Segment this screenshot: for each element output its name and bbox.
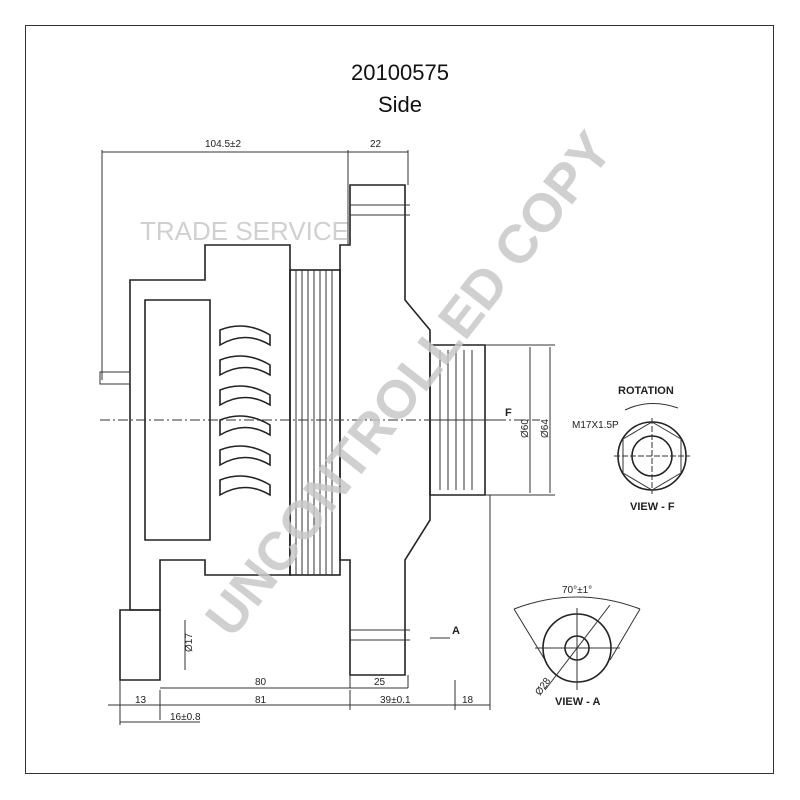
dim-18: 18: [462, 695, 474, 706]
rotation-label: ROTATION: [618, 385, 674, 397]
dim-39: 39±0.1: [380, 695, 411, 706]
view-a-dia: Ø28: [533, 676, 553, 698]
dim-81: 81: [255, 695, 267, 706]
dimension-lines: [101, 150, 555, 725]
dim-pulley-outer: Ø64: [540, 419, 551, 438]
drawing-frame: [25, 25, 774, 774]
view-title: Side: [377, 92, 423, 117]
watermark: UNCONTROLLED COPY: [194, 121, 624, 647]
alternator-side-view: [99, 184, 540, 681]
arrow-f-label: F: [505, 407, 512, 419]
dim-pulley-inner: Ø60: [520, 419, 531, 438]
watermark-logo: TRADE SERVICE: [140, 216, 349, 246]
thread-label: M17X1.5P: [572, 420, 619, 431]
part-number: 20100575: [351, 60, 449, 85]
rotation-arrow-icon: [624, 403, 679, 411]
dim-25: 25: [374, 677, 386, 688]
dim-22: 22: [370, 139, 382, 150]
angle-label: 70°±1°: [562, 585, 592, 596]
arrow-a-label: A: [452, 625, 460, 637]
dim-80: 80: [255, 677, 267, 688]
dim-13: 13: [135, 695, 147, 706]
dim-mount-dia: Ø17: [184, 633, 195, 652]
view-f-label: VIEW - F: [630, 501, 675, 513]
view-a: 70°±1° Ø28 VIEW - A: [513, 585, 641, 708]
dim-overall-length: 104.5±2: [205, 139, 242, 150]
dim-16: 16±0.8: [170, 712, 201, 723]
view-a-label: VIEW - A: [555, 696, 600, 708]
view-f: ROTATION M17X1.5P VIEW - F: [572, 385, 690, 513]
